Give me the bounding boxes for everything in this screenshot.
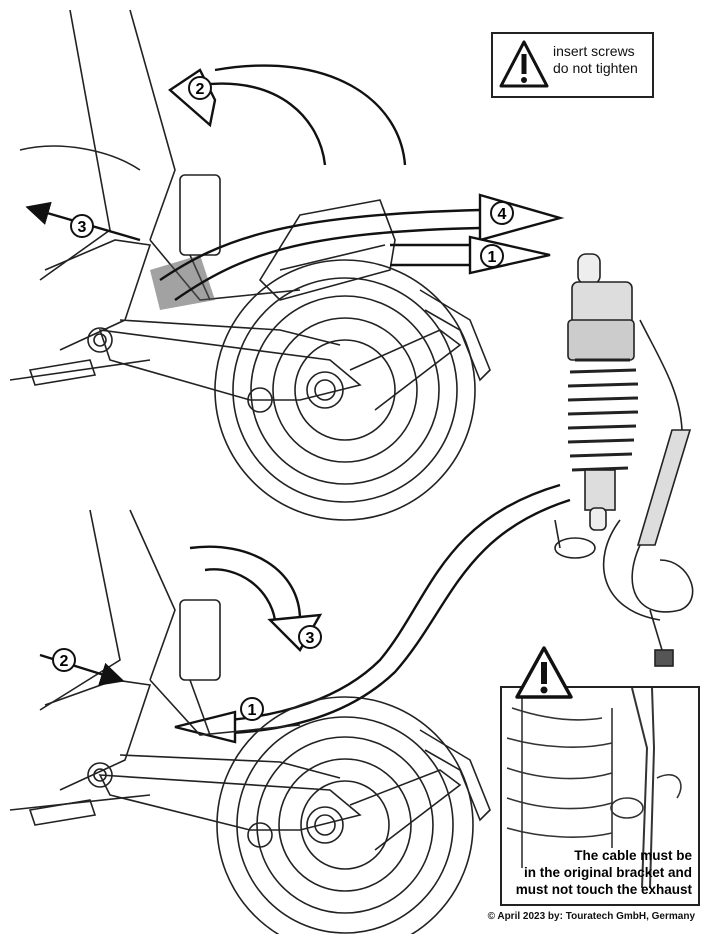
shock-transfer-arrow — [174, 483, 571, 744]
top-step-3-label: 3 — [78, 219, 87, 236]
cable-note-line: in the original bracket and — [523, 865, 692, 880]
top-step-badges: 2 4 1 3 — [70, 76, 514, 268]
warning-text: insert screws do not tighten — [553, 43, 653, 77]
top-step-4-badge: 4 — [490, 201, 514, 225]
bottom-step-3-label: 3 — [306, 630, 315, 647]
cable-detail-drawing — [506, 688, 682, 889]
top-step-2-badge: 2 — [188, 76, 212, 100]
cable-note-line: The cable must be — [574, 848, 692, 863]
bottom-step-2-badge: 2 — [52, 648, 76, 672]
top-motorcycle-frame — [9, 9, 491, 521]
top-step-4-label: 4 — [498, 206, 507, 223]
top-step-2-label: 2 — [196, 81, 205, 98]
bottom-step-1-badge: 1 — [240, 697, 264, 721]
top-step-arrows — [25, 64, 565, 301]
cable-note-line: must not touch the exhaust — [515, 882, 692, 897]
cable-detail-inset: The cable must be in the original bracke… — [500, 686, 700, 906]
bottom-step-1-label: 1 — [248, 702, 257, 719]
copyright-notice: © April 2023 by: Touratech GmbH, Germany — [487, 911, 695, 922]
warning-triangle-icon — [515, 646, 573, 699]
bottom-step-2-label: 2 — [60, 653, 69, 670]
top-step-3-badge: 3 — [70, 214, 94, 238]
warning-insert-screws: insert screws do not tighten — [491, 32, 654, 98]
bottom-step-badges: 3 2 1 — [52, 625, 322, 721]
warning-line: do not tighten — [553, 60, 638, 76]
top-step-1-label: 1 — [488, 249, 497, 266]
warning-triangle-icon — [499, 40, 549, 88]
bottom-motorcycle-frame — [9, 509, 491, 934]
bottom-step-3-badge: 3 — [298, 625, 322, 649]
cable-warning-text: The cable must be in the original bracke… — [502, 847, 692, 898]
top-step-1-badge: 1 — [480, 244, 504, 268]
shock-absorber — [554, 253, 694, 667]
warning-line: insert screws — [553, 43, 635, 59]
top-shock-area — [150, 255, 215, 310]
